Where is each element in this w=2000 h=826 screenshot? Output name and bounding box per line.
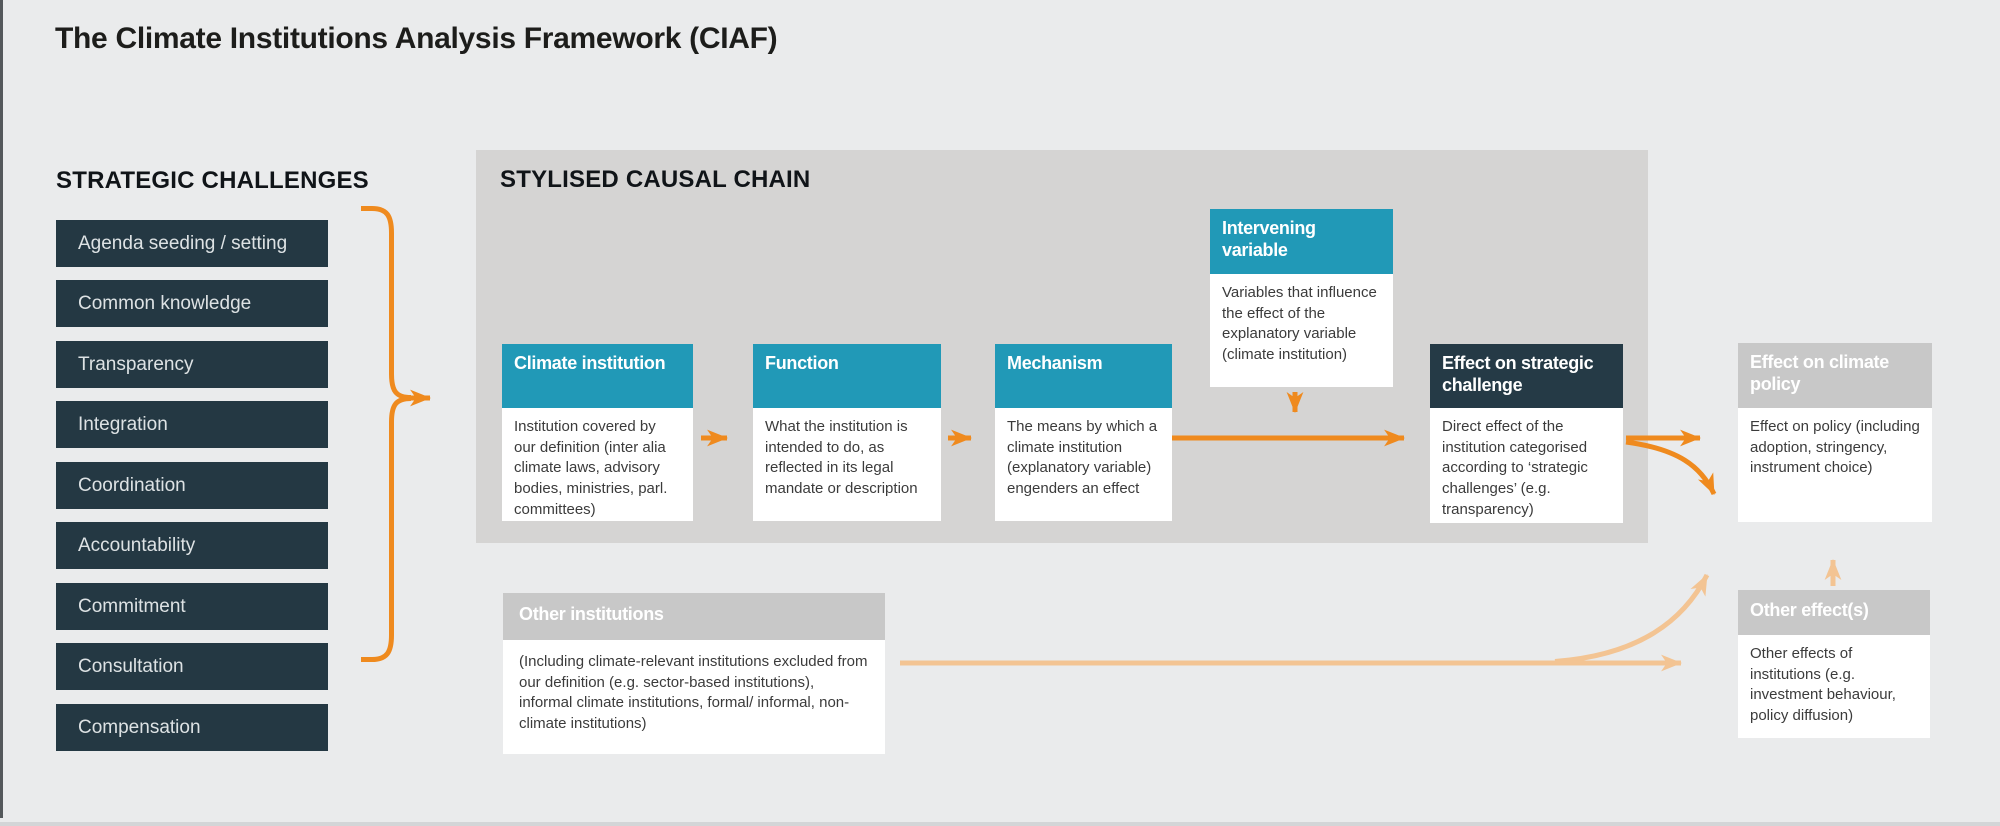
- causal-chain-heading: STYLISED CAUSAL CHAIN: [500, 166, 811, 193]
- left-edge-line: [0, 0, 3, 818]
- node-other-institutions-body: (Including climate-relevant institutions…: [503, 640, 885, 754]
- node-effect-on-strategic-challenge: Effect on strategic challenge Direct eff…: [1430, 344, 1623, 523]
- node-effect-on-strategic-challenge-body: Direct effect of the institution categor…: [1430, 408, 1623, 523]
- node-effect-on-climate-policy-body: Effect on policy (including adoption, st…: [1738, 408, 1932, 522]
- challenge-coordination: Coordination: [56, 462, 328, 509]
- node-effect-on-climate-policy: Effect on climate policy Effect on polic…: [1738, 343, 1932, 522]
- node-function-body: What the institution is intended to do, …: [753, 408, 941, 521]
- node-mechanism-title: Mechanism: [995, 344, 1172, 408]
- challenge-common-knowledge: Common knowledge: [56, 280, 328, 327]
- node-intervening-variable-body: Variables that influence the effect of t…: [1210, 274, 1393, 387]
- node-other-effects-body: Other effects of institutions (e.g. inve…: [1738, 635, 1930, 738]
- node-other-effects-title: Other effect(s): [1738, 590, 1930, 635]
- arrow-other-institutions-to-climate-policy: [1554, 573, 1710, 664]
- node-other-institutions: Other institutions (Including climate-re…: [503, 593, 885, 754]
- challenge-integration: Integration: [56, 401, 328, 448]
- node-effect-on-strategic-challenge-title: Effect on strategic challenge: [1430, 344, 1623, 408]
- node-other-effects: Other effect(s) Other effects of institu…: [1738, 590, 1930, 738]
- node-function-title: Function: [753, 344, 941, 408]
- challenge-commitment: Commitment: [56, 583, 328, 630]
- node-mechanism: Mechanism The means by which a climate i…: [995, 344, 1172, 521]
- node-intervening-variable-title: Intervening variable: [1210, 209, 1393, 274]
- challenge-accountability: Accountability: [56, 522, 328, 569]
- challenge-compensation: Compensation: [56, 704, 328, 751]
- bottom-edge-line: [0, 822, 2000, 826]
- node-climate-institution-title: Climate institution: [502, 344, 693, 408]
- page-title: The Climate Institutions Analysis Framew…: [55, 22, 778, 55]
- challenge-agenda-seeding: Agenda seeding / setting: [56, 220, 328, 267]
- node-function: Function What the institution is intende…: [753, 344, 941, 521]
- challenge-consultation: Consultation: [56, 643, 328, 690]
- challenge-transparency: Transparency: [56, 341, 328, 388]
- node-mechanism-body: The means by which a climate institution…: [995, 408, 1172, 521]
- strategic-challenges-heading: STRATEGIC CHALLENGES: [56, 167, 369, 194]
- node-effect-on-climate-policy-title: Effect on climate policy: [1738, 343, 1932, 408]
- node-climate-institution-body: Institution covered by our definition (i…: [502, 408, 693, 521]
- node-intervening-variable: Intervening variable Variables that infl…: [1210, 209, 1393, 387]
- brace-strategic-challenges: [361, 206, 412, 662]
- node-climate-institution: Climate institution Institution covered …: [502, 344, 693, 521]
- node-other-institutions-title: Other institutions: [503, 593, 885, 640]
